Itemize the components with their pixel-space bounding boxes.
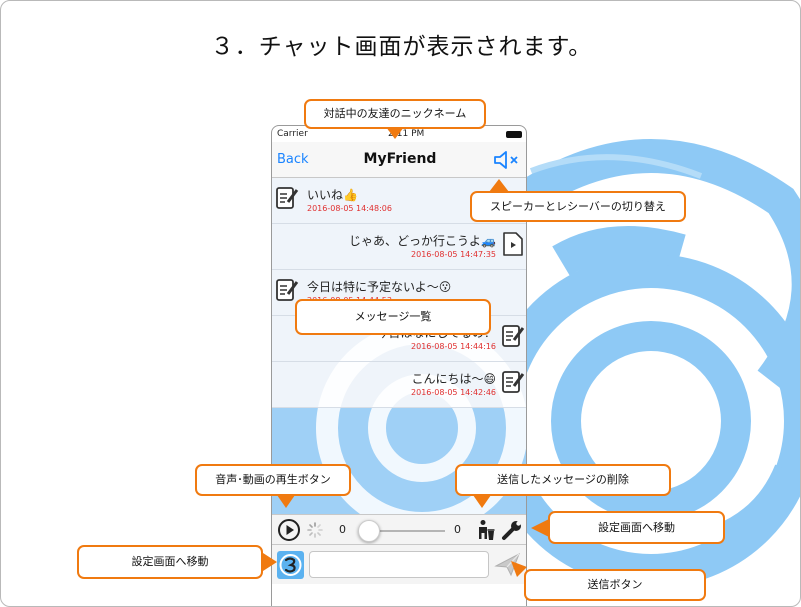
loading-spinner-icon: [307, 522, 323, 538]
callout-play: 音声･動画の再生ボタン: [195, 464, 351, 496]
battery-icon: [506, 131, 522, 138]
callout-nickname: 対話中の友達のニックネーム: [304, 99, 486, 129]
playback-slider-thumb[interactable]: [358, 520, 380, 542]
message-timestamp: 2016-08-05 14:47:35: [411, 250, 496, 259]
callout-arrow: [277, 495, 295, 508]
callout-message-list: メッセージ一覧: [295, 299, 491, 335]
playback-slider-track[interactable]: [360, 530, 445, 532]
slide-title: ３．チャット画面が表示されます。: [210, 34, 593, 60]
text-message-icon: [276, 279, 299, 301]
media-player-bar: 0 0: [272, 514, 526, 544]
status-clock: 2:11 PM: [388, 129, 425, 139]
text-message-icon: [502, 371, 525, 393]
message-row[interactable]: こんにちは〜😄 2016-08-05 14:42:46: [272, 362, 526, 408]
app-logo-icon: [279, 554, 302, 576]
playback-current-time: 0: [339, 523, 346, 536]
carrier-label: Carrier: [277, 129, 308, 139]
message-text: こんにちは〜😄: [411, 372, 496, 386]
message-row[interactable]: じゃあ、どっか行こうよ🚙 2016-08-05 14:47:35: [272, 224, 526, 270]
callout-arrow: [531, 519, 549, 537]
message-input[interactable]: [309, 551, 489, 578]
text-message-icon: [502, 325, 525, 347]
callout-arrow: [386, 127, 404, 139]
delete-message-icon[interactable]: [477, 519, 495, 541]
playback-total-time: 0: [454, 523, 461, 536]
message-timestamp: 2016-08-05 14:44:16: [411, 342, 496, 351]
send-icon[interactable]: [494, 550, 522, 578]
speaker-mute-icon[interactable]: [492, 150, 522, 170]
app-settings-button[interactable]: [277, 551, 304, 579]
callout-send: 送信ボタン: [524, 569, 706, 601]
callout-delete: 送信したメッセージの削除: [455, 464, 671, 496]
text-message-icon: [276, 187, 299, 209]
callout-arrow: [511, 561, 527, 577]
message-text: いいね👍: [307, 188, 358, 202]
status-bar: Carrier 2:11 PM: [272, 126, 526, 142]
callout-arrow: [263, 553, 277, 571]
media-file-icon: [503, 232, 523, 256]
callout-speaker: スピーカーとレシーバーの切り替え: [470, 191, 686, 222]
message-text: 今日は特に予定ないよ〜😗: [307, 280, 452, 294]
callout-settings-left: 設定画面へ移動: [77, 545, 263, 579]
friend-nickname-title: MyFriend: [363, 151, 437, 167]
message-text: じゃあ、どっか行こうよ🚙: [349, 234, 496, 248]
navigation-bar: Back MyFriend: [272, 142, 526, 178]
callout-arrow: [489, 179, 509, 192]
back-button[interactable]: Back: [277, 152, 309, 167]
callout-settings-right: 設定画面へ移動: [548, 511, 725, 544]
message-timestamp: 2016-08-05 14:48:06: [307, 204, 392, 213]
play-icon[interactable]: [277, 518, 301, 542]
wrench-settings-icon[interactable]: [501, 519, 523, 541]
message-input-bar: [272, 544, 526, 584]
callout-arrow: [473, 495, 491, 508]
message-timestamp: 2016-08-05 14:42:46: [411, 388, 496, 397]
